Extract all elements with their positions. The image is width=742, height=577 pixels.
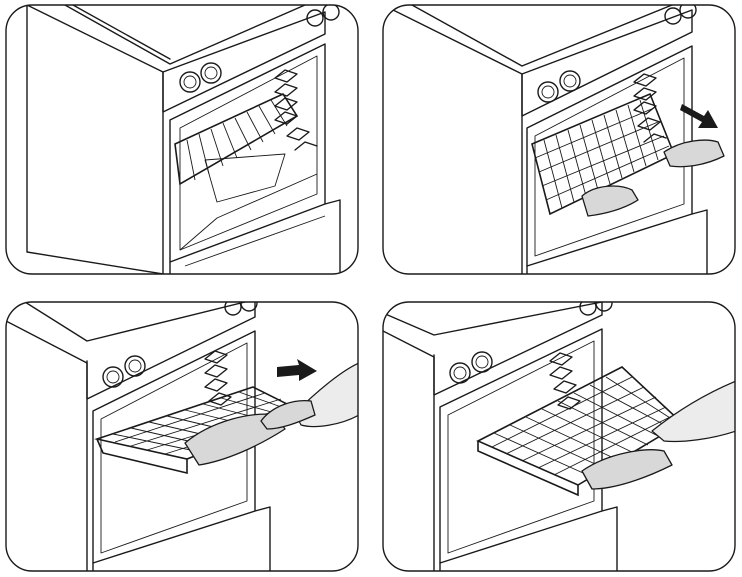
- knob-icon: [179, 5, 340, 93]
- step-4-illustration: [382, 301, 736, 572]
- control-panel: [433, 302, 603, 396]
- control-panel: [521, 9, 693, 117]
- step-1-panel: [5, 4, 359, 275]
- cabinet-side: [6, 320, 88, 571]
- knob-icon: [449, 302, 613, 384]
- step-1-illustration: [5, 4, 359, 275]
- oven-rack: [174, 92, 299, 186]
- oven-mitt-icon: [663, 139, 725, 168]
- step-3-panel: [5, 301, 359, 572]
- knob-icon: [102, 302, 258, 388]
- cabinet-side: [383, 330, 435, 571]
- oven-mitt-icon: [581, 185, 639, 217]
- countertop: [24, 302, 246, 342]
- panel-frame: [5, 301, 359, 572]
- arm: [651, 380, 735, 443]
- knob-icon: [537, 5, 697, 103]
- oven-mitt-icon: [184, 413, 286, 466]
- countertop: [383, 302, 603, 336]
- rack-guides: [274, 69, 318, 151]
- rack-guides: [204, 350, 232, 406]
- cabinet-side: [383, 5, 523, 274]
- oven-mitt-icon: [260, 399, 316, 430]
- oven-mitt-icon: [581, 449, 673, 490]
- step-4-panel: [382, 301, 736, 572]
- panel-frame: [382, 301, 736, 572]
- cabinet-side: [26, 5, 164, 274]
- panel-frame: [382, 4, 736, 275]
- panel-frame: [5, 4, 359, 275]
- arrow-right-icon: [277, 359, 317, 381]
- arrow-right-icon: [680, 104, 718, 128]
- step-2-illustration: [382, 4, 736, 275]
- step-2-panel: [382, 4, 736, 275]
- control-panel: [86, 302, 256, 400]
- countertop: [411, 5, 673, 67]
- control-panel: [162, 11, 326, 113]
- rack-guides: [549, 352, 581, 410]
- countertop: [64, 5, 306, 65]
- step-3-illustration: [5, 301, 359, 572]
